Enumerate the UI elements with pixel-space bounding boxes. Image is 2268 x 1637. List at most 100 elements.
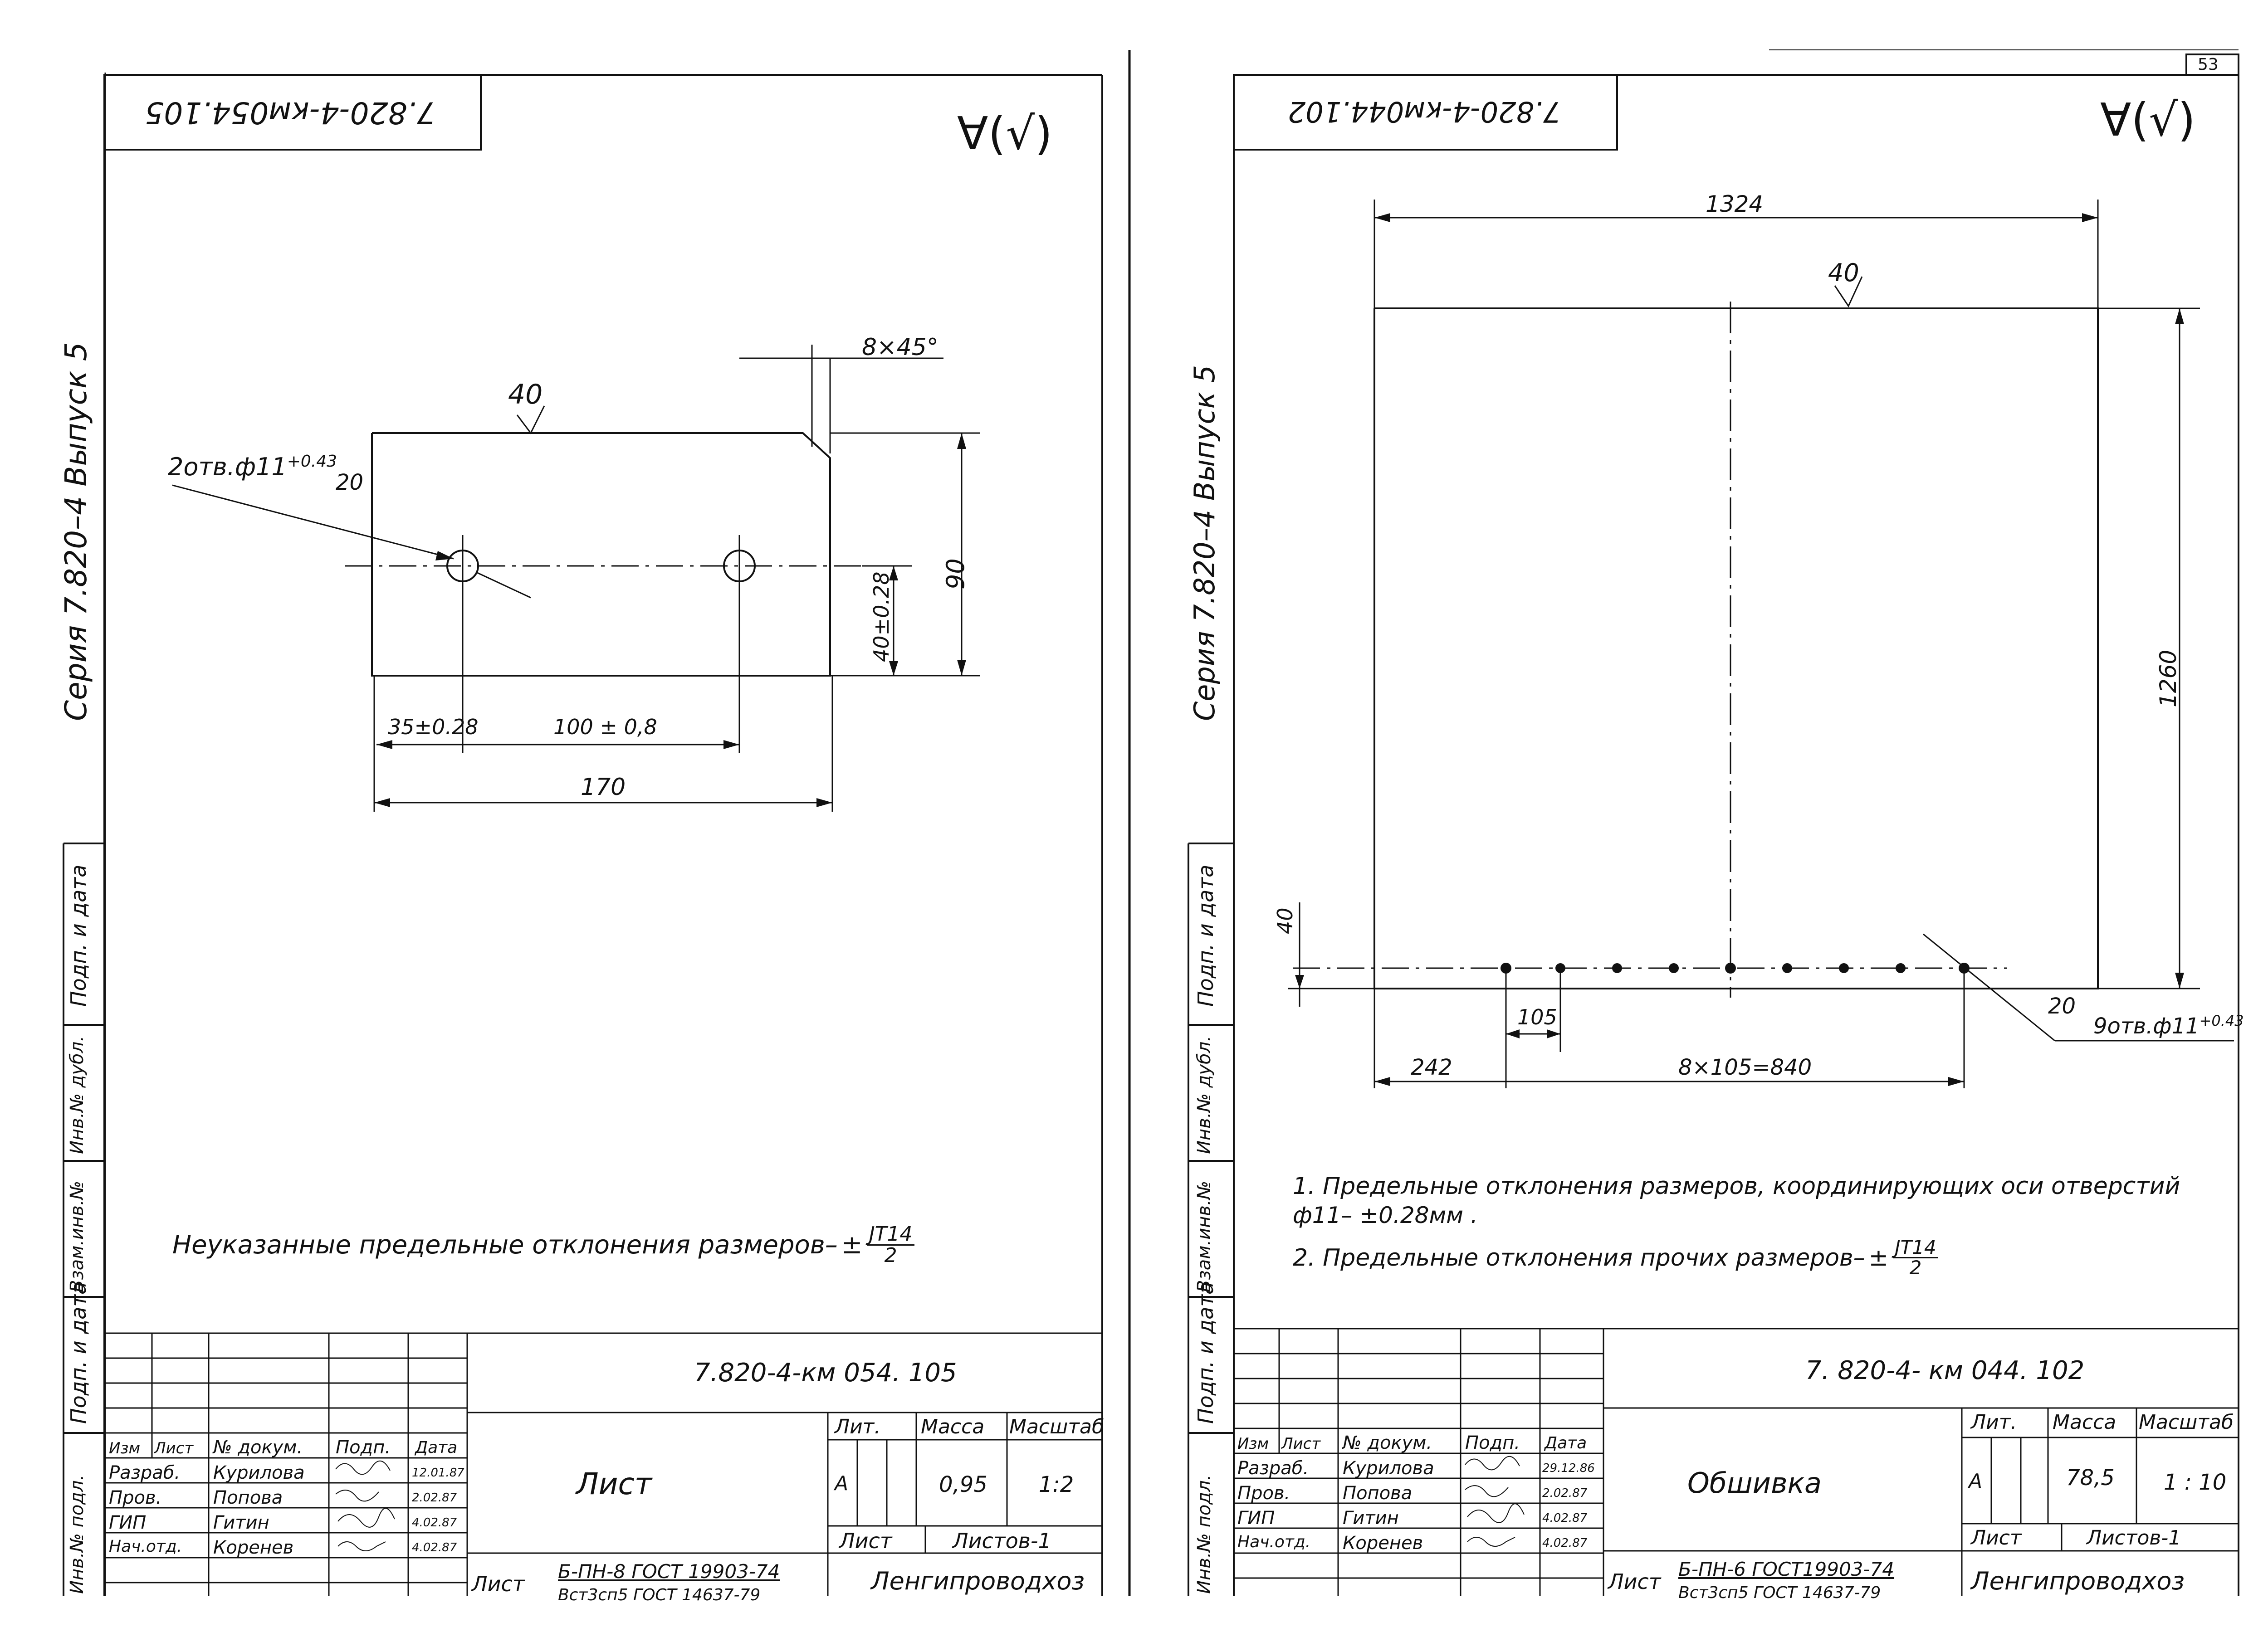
left-angle-note: 20 [336,470,364,495]
left-tb-h-list: Лист [154,1439,194,1457]
left-tb-letter: А [835,1472,849,1495]
left-stamp-code: 7.820-4-км054.105 [145,95,436,130]
left-chamfer-label: 8×45° [862,334,938,361]
left-dim-hole-vertical: 40±0.28 [869,571,894,663]
right-note-1-line-2: ф11– ±0.28мм . [1293,1202,1478,1228]
right-dim-height: 1260 [2155,649,2181,707]
left-tb-date-3: 4.02.87 [412,1516,457,1530]
right-cladding-drawing [1288,200,2234,1088]
right-tb-mass: 78,5 [2066,1465,2115,1491]
right-tb-mass-label: Масса [2053,1411,2116,1434]
left-dim-170: 170 [581,774,626,801]
left-margin-label-2: Инв.№ дубл. [67,1036,88,1154]
left-tb-date-2: 2.02.87 [412,1491,457,1505]
right-tb-date-4: 4.02.87 [1542,1536,1588,1550]
left-note-frac-num: JT14 [867,1224,914,1246]
left-margin-label-3: Взам.инв.№ [67,1180,88,1292]
left-tb-role-2: Пров. [109,1487,162,1508]
right-tb-org: Ленгипроводхоз [1971,1567,2185,1595]
left-dim-height: 90 [941,558,970,590]
right-tb-h-list: Лист [1281,1435,1321,1453]
right-tb-person-2: Попова [1343,1483,1413,1504]
left-note-text: Неуказанные предельные отклонения размер… [172,1230,838,1260]
right-note-frac-den: 2 [1909,1257,1922,1279]
right-tb-material-2: Вст3сп5 ГОСТ 14637-79 [1678,1583,1881,1602]
right-tb-date-1: 29.12.86 [1542,1462,1595,1475]
left-note-fraction: JT14 2 [867,1224,914,1266]
left-tb-list-label: Лист [839,1529,892,1553]
left-tb-h-izm: Изм [109,1439,141,1457]
left-holes-callout-text: 2отв.ф11 [168,453,287,481]
left-series-label: Серия 7.820–4 Выпуск 5 [59,342,93,721]
right-dim-242: 242 [1411,1055,1452,1080]
left-margin-label-5: Инв.№ подл. [67,1474,88,1594]
left-tb-person-3: Гитин [213,1512,269,1533]
left-tb-person-2: Попова [213,1487,283,1508]
right-tb-list-label: Лист [1971,1526,2022,1549]
left-title-block [104,1332,1102,1596]
right-roughness-value: 40 [1828,258,1859,287]
right-tb-h-izm: Изм [1237,1435,1269,1453]
left-tb-list-word: Лист [472,1572,525,1596]
left-tb-scale: 1:2 [1039,1472,1074,1497]
left-tb-mass-label: Масса [921,1415,985,1438]
right-tb-sheets: Листов-1 [2087,1526,2181,1549]
right-note-1-line-1: 1. Предельные отклонения размеров, коорд… [1293,1173,2180,1200]
right-tb-letter: А [1969,1470,1983,1493]
right-note-2: 2. Предельные отклонения прочих размеров… [1293,1238,1938,1277]
right-series-label: Серия 7.820–4 Выпуск 5 [1188,365,1221,721]
left-tb-role-4: Нач.отд. [109,1537,182,1556]
right-sheet-number: 53 [2198,55,2219,74]
left-tb-role-1: Разраб. [109,1462,181,1483]
left-plate-drawing [172,345,980,812]
right-tb-person-1: Курилова [1343,1458,1434,1479]
right-margin-label-1: Подп. и дата [1193,864,1218,1007]
right-dim-width: 1324 [1706,191,1764,217]
left-tb-code: 7.820-4-км 054. 105 [694,1358,957,1388]
right-tb-person-4: Коренев [1343,1533,1423,1554]
left-tb-material-1: Б-ПН-8 ГОСТ 19903-74 [558,1560,780,1583]
right-holes-callout: 9отв.ф11+0.43 [2093,1013,2244,1037]
right-holes-tolerance: +0.43 [2199,1012,2244,1029]
left-sheet-frame [63,73,1103,1596]
right-note-frac-num: JT14 [1893,1238,1938,1258]
right-title-block [1234,1328,2239,1596]
left-tb-sheets: Листов-1 [953,1529,1051,1553]
left-tb-role-3: ГИП [109,1512,147,1533]
right-tb-date-2: 2.02.87 [1542,1486,1588,1500]
left-note-pm: ± [841,1230,863,1260]
right-tb-role-4: Нач.отд. [1237,1533,1311,1551]
right-margin-label-3: Взам.инв.№ [1194,1180,1215,1292]
right-tb-name: Обшивка [1687,1466,1822,1500]
left-tb-h-date: Дата [415,1438,458,1457]
right-tb-lit: Лит. [1971,1411,2017,1434]
dimension-arrows [374,213,2184,1086]
right-tb-role-2: Пров. [1237,1483,1290,1504]
right-tb-person-3: Гитин [1343,1508,1399,1529]
right-tb-date-3: 4.02.87 [1542,1511,1588,1525]
right-dim-105: 105 [1517,1005,1557,1029]
left-tb-person-1: Курилова [213,1462,305,1483]
left-margin-label-4: Подп. и дата [66,1281,91,1424]
right-margin-label-5: Инв.№ подл. [1194,1474,1215,1594]
right-dim-840: 8×105=840 [1678,1055,1812,1080]
right-tb-h-date: Дата [1545,1434,1587,1452]
left-tb-material-2: Вст3сп5 ГОСТ 14637-79 [558,1586,761,1604]
left-holes-tolerance: +0.43 [287,452,337,471]
right-margin-label-4: Подп. и дата [1193,1281,1218,1424]
left-dim-35: 35±0.28 [388,715,479,739]
left-tb-h-sign: Подп. [336,1437,391,1458]
left-tb-date-1: 12.01.87 [412,1466,464,1480]
right-angle-note: 20 [2048,994,2076,1019]
left-tb-person-4: Коренев [213,1537,294,1558]
right-note-pm: ± [1868,1244,1889,1272]
right-roughness-symbol: ∀(√) [2100,93,2196,146]
left-roughness-value: 40 [508,379,543,410]
right-note-fraction: JT14 2 [1893,1238,1938,1277]
right-tb-list-word: Лист [1608,1569,1661,1594]
left-tb-date-4: 4.02.87 [412,1541,457,1554]
left-tb-scale-label: Масштаб [1009,1415,1105,1438]
right-tb-h-doc: № докум. [1343,1432,1432,1453]
left-roughness-symbol: ∀(√) [957,107,1053,160]
left-margin-label-1: Подп. и дата [66,864,91,1007]
